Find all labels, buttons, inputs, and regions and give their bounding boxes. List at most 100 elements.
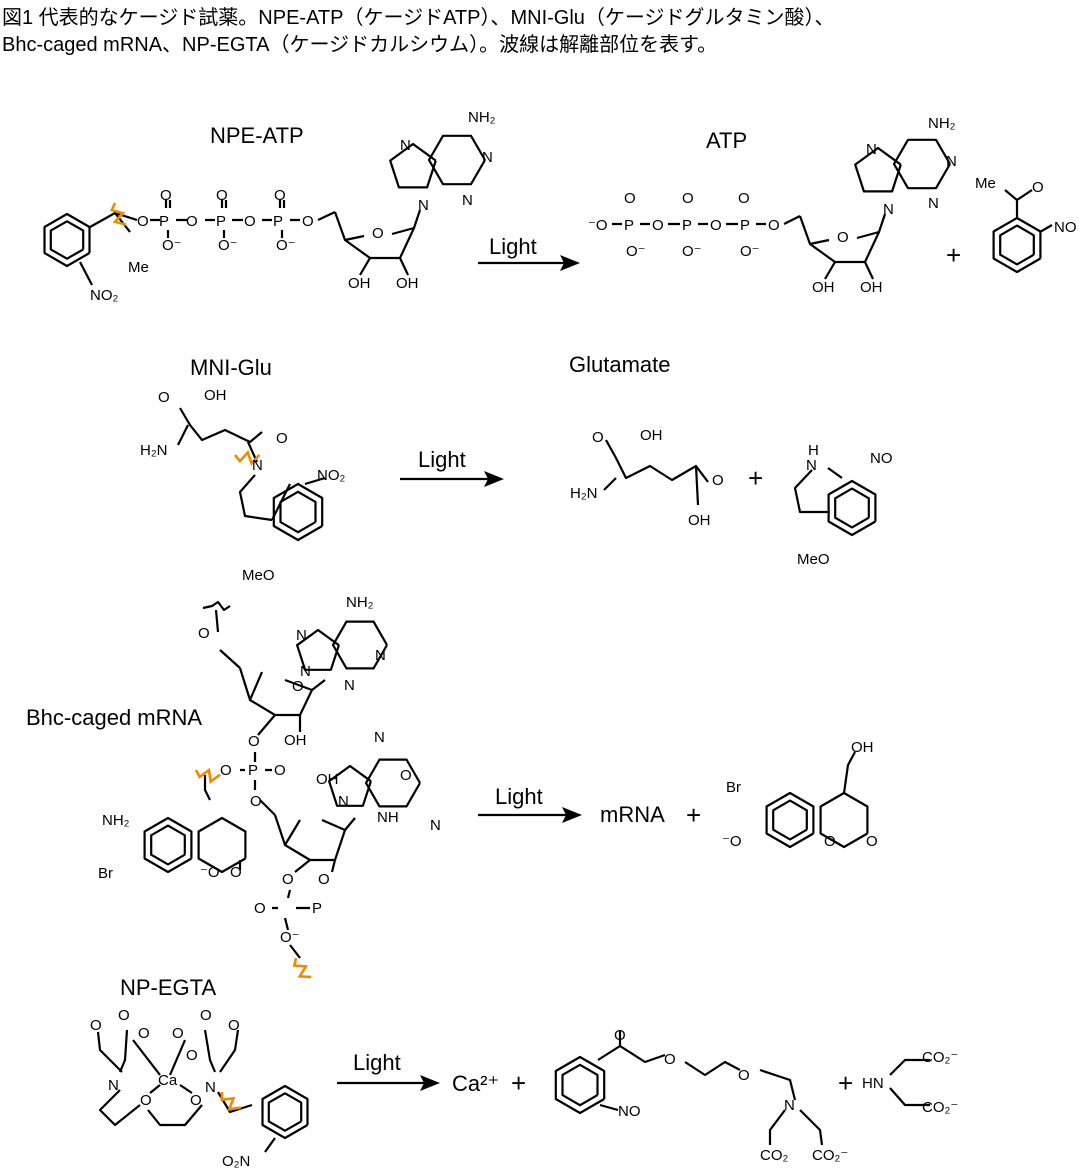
atom-label: O⁻ xyxy=(626,243,646,260)
atom-label: O xyxy=(220,762,232,779)
atom-label: P xyxy=(312,900,322,917)
bond xyxy=(202,600,241,669)
atom-label: OH xyxy=(851,739,874,756)
atom-label: O xyxy=(318,871,330,888)
atom-label: O xyxy=(254,900,266,917)
atom-label: ⁻O xyxy=(200,864,220,881)
plus-sign: + xyxy=(686,800,701,830)
plus-sign: + xyxy=(838,1068,853,1098)
atom-label: O⁻ xyxy=(740,243,760,260)
atom-label: O⁻ xyxy=(682,243,702,260)
atom-label: O⁻ xyxy=(162,237,182,254)
atom-label: O xyxy=(216,187,228,204)
title-bhc-mrna: Bhc-caged mRNA xyxy=(26,705,202,730)
caption-line-2: Bhc-caged mRNA、NP-EGTA（ケージドカルシウム）。波線は解離部… xyxy=(2,34,718,56)
atom-label: O xyxy=(282,871,294,888)
bond xyxy=(842,751,856,794)
bond xyxy=(597,1030,824,1146)
atom-label: P xyxy=(682,217,692,234)
atom-label: O₂N xyxy=(222,1153,250,1170)
light-label: Light xyxy=(489,234,537,259)
atom-label: P xyxy=(248,762,258,779)
benzene-ring xyxy=(272,482,324,542)
atom-label: O xyxy=(190,1092,202,1109)
imidazole-ring xyxy=(854,146,902,193)
atom-label: O xyxy=(712,472,724,489)
atom-label: O xyxy=(292,678,304,695)
atom-label: N xyxy=(866,141,877,158)
atom-label: O xyxy=(837,229,849,246)
pyrimidine-ring xyxy=(892,138,951,190)
aromatic-inner-ring xyxy=(834,487,870,529)
atom-label: OH xyxy=(640,427,663,444)
atom-label: N xyxy=(883,201,894,218)
cleavage-wavy-line xyxy=(109,202,127,227)
bond xyxy=(1004,189,1053,233)
cleavage-wavy-line xyxy=(194,767,221,784)
pyrimidine-ring xyxy=(427,134,486,186)
atom-label: O⁻ xyxy=(218,237,238,254)
atom-label: P xyxy=(273,213,283,230)
atom-label: OH xyxy=(284,732,307,749)
benzene-ring xyxy=(554,1055,606,1115)
title-mni-glu: MNI-Glu xyxy=(190,355,272,380)
bond xyxy=(164,200,286,238)
atom-label: HN xyxy=(862,1075,884,1092)
title-np-egta: NP-EGTA xyxy=(120,975,216,1000)
atom-label: N xyxy=(462,192,473,209)
aromatic-inner-ring xyxy=(772,799,808,841)
atom-label: MeO xyxy=(797,551,830,568)
atom-label: OH xyxy=(860,279,883,296)
atom-label: N xyxy=(344,677,355,694)
atom-label: OH xyxy=(316,771,339,788)
atom-label: CO₂⁻ xyxy=(922,1049,958,1066)
atom-label: O xyxy=(137,213,149,230)
reaction-arrow-4: Light xyxy=(337,1050,440,1091)
atom-label: O xyxy=(738,1067,750,1084)
pyranone-ring xyxy=(819,791,869,849)
atom-label: O xyxy=(198,625,210,642)
atom-label: Br xyxy=(726,779,741,796)
atom-label: O xyxy=(160,187,172,204)
pyrimidine-ring xyxy=(364,758,421,808)
title-mrna: mRNA xyxy=(600,802,665,827)
atom-label: O xyxy=(228,1017,240,1034)
atom-label: O xyxy=(250,793,262,810)
atom-label: NO₂ xyxy=(317,467,346,484)
atom-label: OH xyxy=(348,275,371,292)
atom-label: O xyxy=(248,733,260,750)
atom-label: O xyxy=(230,864,242,881)
imidazole-ring xyxy=(389,142,437,189)
atom-label: Me xyxy=(975,175,996,192)
aromatic-inner-ring xyxy=(999,224,1035,266)
atom-label: O xyxy=(274,187,286,204)
atom-label: N xyxy=(430,817,441,834)
atom-label: O xyxy=(140,1092,152,1109)
atom-label: O xyxy=(138,1025,150,1042)
bond xyxy=(150,211,336,222)
atom-label: O xyxy=(276,430,288,447)
atom-label: O xyxy=(866,833,878,850)
benzene-ring xyxy=(261,1084,309,1140)
atom-label: N xyxy=(300,663,311,680)
atom-label: N xyxy=(418,197,429,214)
atom-label: O xyxy=(118,1007,130,1024)
atom-label: H₂N xyxy=(140,442,168,459)
atom-label: O xyxy=(244,213,256,230)
atom-label: N xyxy=(928,195,939,212)
cleavage-wavy-line xyxy=(292,957,312,979)
atom-label: O xyxy=(400,767,412,784)
atom-label: N xyxy=(806,457,817,474)
benzene-ring xyxy=(43,212,91,268)
light-label: Light xyxy=(495,784,543,809)
atom-label: O xyxy=(624,190,636,207)
atom-label: O xyxy=(738,190,750,207)
atom-label: NO xyxy=(618,1103,641,1120)
atom-label: CO₂⁻ xyxy=(922,1099,958,1116)
bond xyxy=(798,213,887,280)
atom-label: NO₂ xyxy=(90,287,119,304)
title-calcium-ion: Ca²⁺ xyxy=(452,1071,499,1096)
atom-label: ⁻O xyxy=(588,217,608,234)
atom-label: P xyxy=(624,217,634,234)
